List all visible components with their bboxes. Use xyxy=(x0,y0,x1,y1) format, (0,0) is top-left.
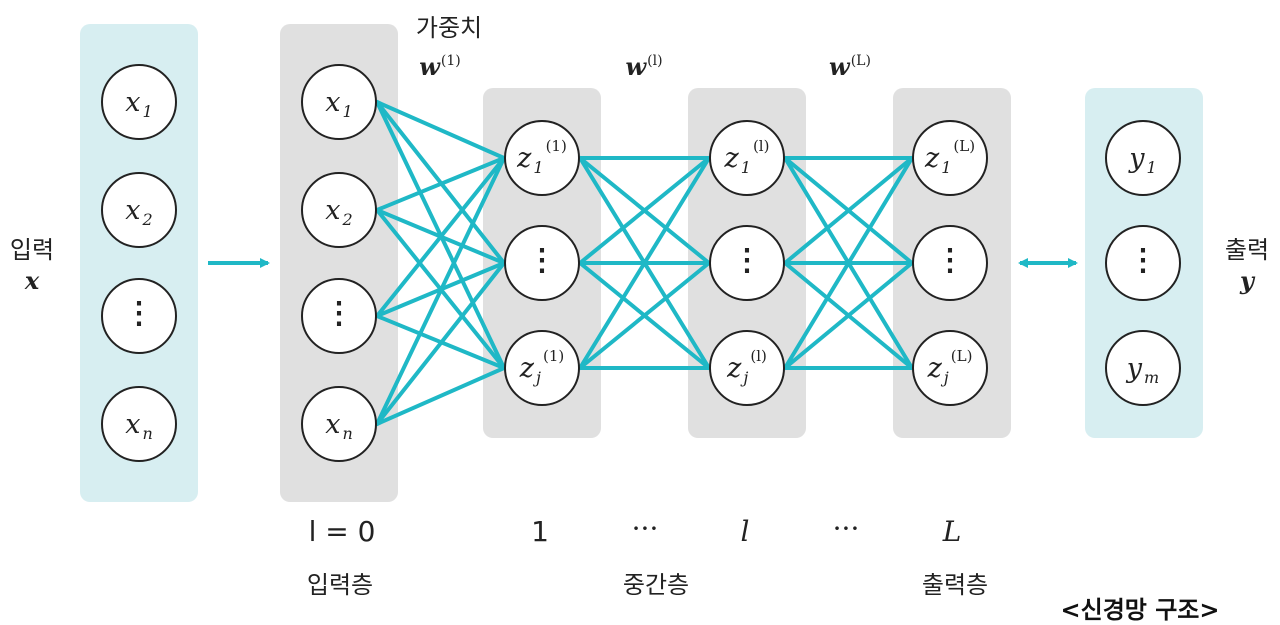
node-subscript: 1 xyxy=(142,101,153,121)
hiddenl-node-dots: ⋮ xyxy=(709,225,785,301)
node-subscript: 1 xyxy=(342,101,353,121)
input-label: 입력 xyxy=(9,236,55,264)
layer-index-1: 1 xyxy=(531,515,549,548)
layer-index-0: l = 0 xyxy=(308,515,376,548)
output-layer-node-dots: ⋮ xyxy=(912,225,988,301)
node-symbol: y xyxy=(1129,142,1145,174)
node-subscript: 1 xyxy=(941,157,952,177)
output-label: 출력 xyxy=(1224,236,1270,264)
weight-label-L: w(L) xyxy=(829,52,871,81)
connection-edge xyxy=(578,156,711,265)
vertical-ellipsis: ⋮ xyxy=(935,242,965,278)
weight-title: 가중치 xyxy=(415,14,483,42)
node-subscript: m xyxy=(1144,367,1160,387)
connection-edge xyxy=(783,156,914,370)
weight-label-1: w(1) xyxy=(419,52,461,81)
layer-index-dots-a: ··· xyxy=(631,512,659,545)
node-symbol: z xyxy=(517,142,532,174)
node-symbol: x xyxy=(125,408,141,440)
node-subscript: j xyxy=(943,367,949,387)
vertical-ellipsis: ⋮ xyxy=(1128,242,1158,278)
input-layer-name: 입력층 xyxy=(306,571,374,599)
node-superscript: (L) xyxy=(950,347,973,365)
node-subscript: 2 xyxy=(142,209,153,229)
layer-index-dots-b: ··· xyxy=(832,512,860,545)
output-layer-name: 출력층 xyxy=(921,571,989,599)
node-subscript: 1 xyxy=(533,157,544,177)
node-symbol: y xyxy=(1126,352,1143,384)
node-subscript: n xyxy=(142,423,153,443)
connection-edge xyxy=(578,261,711,370)
vertical-ellipsis: ⋮ xyxy=(124,295,154,331)
layer0-node-dots: ⋮ xyxy=(301,278,377,354)
node-symbol: x xyxy=(325,86,341,118)
node-symbol: z xyxy=(724,142,739,174)
diagram-caption: <신경망 구조> xyxy=(1060,596,1220,624)
node-symbol: x xyxy=(325,408,341,440)
node-symbol: z xyxy=(519,352,534,384)
node-superscript: (L) xyxy=(953,137,976,155)
node-symbol: z xyxy=(927,352,942,384)
node-superscript: (1) xyxy=(545,137,567,155)
node-subscript: 2 xyxy=(342,209,353,229)
node-symbol: x xyxy=(325,194,341,226)
node-symbol: x xyxy=(125,86,141,118)
connection-edge xyxy=(783,156,914,265)
vertical-ellipsis: ⋮ xyxy=(527,242,557,278)
node-symbol: z xyxy=(727,352,742,384)
vertical-ellipsis: ⋮ xyxy=(324,295,354,331)
hidden-layer-name: 중간층 xyxy=(622,571,690,599)
node-symbol: x xyxy=(125,194,141,226)
connection-edge xyxy=(783,261,914,370)
node-superscript: (l) xyxy=(750,347,767,365)
connection-edge xyxy=(375,156,506,318)
input-node-dots: ⋮ xyxy=(101,278,177,354)
input-symbol: x xyxy=(24,266,40,295)
node-superscript: (l) xyxy=(752,137,770,155)
connection-edge xyxy=(375,156,506,426)
layer-index-l: l xyxy=(740,515,750,548)
node-subscript: 1 xyxy=(1146,157,1157,177)
hidden1-node-dots: ⋮ xyxy=(504,225,580,301)
connection-edge xyxy=(578,156,711,370)
node-subscript: j xyxy=(743,367,749,387)
connection-edge xyxy=(375,100,506,160)
node-subscript: n xyxy=(342,423,353,443)
output-node-dots: ⋮ xyxy=(1105,225,1181,301)
node-symbol: z xyxy=(924,142,940,174)
node-subscript: j xyxy=(536,367,541,387)
weight-label-l: w(l) xyxy=(625,52,663,81)
node-superscript: (1) xyxy=(542,347,565,365)
output-symbol: y xyxy=(1240,266,1254,295)
connection-edge xyxy=(375,156,506,212)
vertical-ellipsis: ⋮ xyxy=(732,242,762,278)
layer-index-L: L xyxy=(942,515,962,548)
connection-edge xyxy=(375,366,506,426)
connection-edge xyxy=(375,261,506,426)
node-subscript: 1 xyxy=(740,157,751,177)
